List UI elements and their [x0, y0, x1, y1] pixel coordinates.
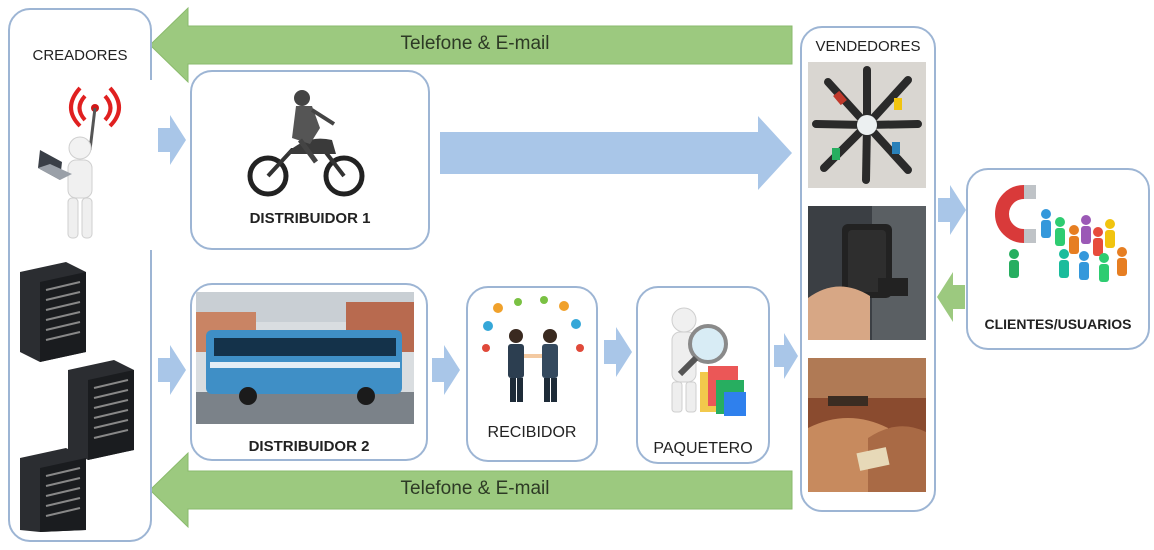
server-rack-icon: [20, 262, 134, 532]
distributor1-label: DISTRIBUIDOR 1: [249, 210, 371, 227]
magnet-crowd-icon: [995, 185, 1127, 282]
external-drive-photo-icon: [808, 206, 926, 340]
usb-drives-photo-icon: [808, 62, 926, 188]
sellers-label: VENDEDORES: [815, 38, 921, 55]
money-exchange-photo-icon: [808, 358, 926, 492]
bus-photo-icon: [196, 292, 414, 424]
motorcycle-rider-icon: [247, 90, 365, 197]
top-feedback-label: Telefone & E-mail: [400, 33, 550, 54]
distributor1-box: [190, 70, 430, 250]
distributor2-label: DISTRIBUIDOR 2: [248, 438, 370, 455]
handshake-people-icon: [482, 296, 584, 402]
receiver-label: RECIBIDOR: [487, 424, 577, 441]
wifi-person-laptop-icon: [22, 80, 152, 250]
creators-label: CREADORES: [32, 47, 128, 64]
bottom-feedback-label: Telefone & E-mail: [400, 478, 550, 499]
magnifier-person-icon: [671, 307, 746, 416]
clients-label: CLIENTES/USUARIOS: [984, 316, 1132, 332]
packer-label: PAQUETERO: [653, 440, 753, 457]
receiver-box: [466, 286, 598, 462]
